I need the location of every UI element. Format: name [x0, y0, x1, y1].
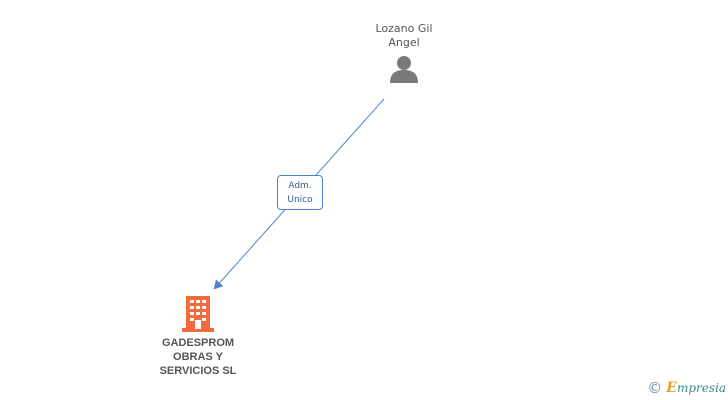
company-name-line-2: OBRAS Y [173, 351, 223, 363]
relation-label-line-1: Adm. [288, 181, 312, 191]
logo-text: mpresia [676, 381, 726, 395]
company-node[interactable]: GADESPROM OBRAS Y SERVICIOS SL [140, 296, 256, 378]
person-name: Lozano Gil Angel [354, 22, 454, 50]
person-icon [390, 56, 418, 83]
brand-watermark[interactable]: © Empresia [647, 379, 726, 397]
building-icon [182, 296, 214, 332]
person-name-line-1: Lozano Gil [375, 22, 433, 35]
person-node[interactable]: Lozano Gil Angel [354, 22, 454, 84]
company-name-line-3: SERVICIOS SL [159, 365, 237, 377]
company-name-line-1: GADESPROM [161, 337, 235, 349]
logo-initial: E [666, 380, 677, 396]
relation-label[interactable]: Adm. Unico [277, 175, 323, 210]
empresia-logo: Empresia [666, 379, 726, 397]
relation-label-line-2: Unico [287, 195, 313, 205]
copyright-icon: © [647, 379, 663, 397]
person-name-line-2: Angel [388, 36, 420, 49]
company-name: GADESPROM OBRAS Y SERVICIOS SL [140, 336, 256, 378]
